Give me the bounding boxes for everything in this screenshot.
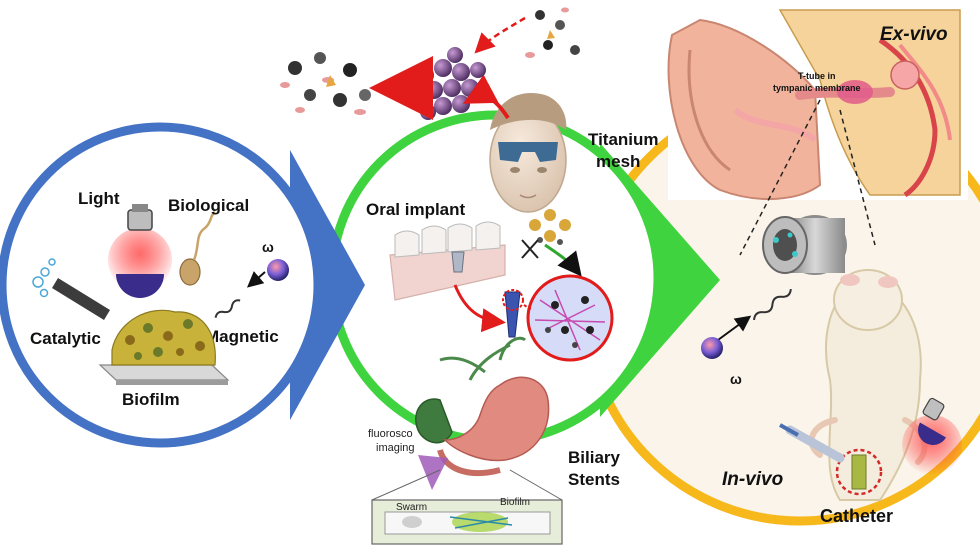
catheter-label: Catheter <box>820 506 893 526</box>
biological-microrobot-icon <box>179 210 216 286</box>
titanium-mesh-label-line1: Titanium <box>588 130 659 149</box>
catalytic-label: Catalytic <box>30 329 101 348</box>
in-vivo-ex-vivo-panel: T-tube in tympanic membrane Ex-vivo ω <box>582 0 980 526</box>
head-with-titanium-mesh-illustration <box>489 93 567 213</box>
left-panel-pointer <box>290 150 365 420</box>
nanoparticle-cluster-icon <box>411 47 486 120</box>
applications-panel: Titanium mesh Oral implant <box>280 7 720 545</box>
biofilm-small-label: Biofilm <box>500 497 530 508</box>
ex-vivo-label: Ex-vivo <box>880 24 948 45</box>
t-tube-illustration <box>762 215 847 275</box>
biofilm-label: Biofilm <box>122 390 180 409</box>
fluoroscopy-label-line2: imaging <box>376 442 415 454</box>
biliary-stent-illustration <box>371 336 563 545</box>
biliary-stents-label-line2: Stents <box>568 470 620 489</box>
biofilm-plate-illustration <box>98 309 230 385</box>
actuation-panel: Light Biological ω Catalytic Magnetic <box>0 122 365 448</box>
magnetic-label: Magnetic <box>205 327 279 346</box>
biofilm-zoom-illustration <box>526 274 614 362</box>
bacteria-cluster-icon <box>529 209 571 245</box>
oral-implant-illustration <box>389 221 506 301</box>
magnetic-microrobot-icon <box>701 337 723 359</box>
biological-label: Biological <box>168 196 249 215</box>
t-tube-label-line2: tympanic membrane <box>773 83 861 93</box>
titanium-mesh-label-line2: mesh <box>596 152 640 171</box>
catalytic-microrobot-icon <box>32 258 110 320</box>
light-label: Light <box>78 189 120 208</box>
omega-symbol-left: ω <box>262 239 274 255</box>
oral-implant-label: Oral implant <box>366 200 466 219</box>
biofilm-debris-left <box>280 52 371 115</box>
magnetic-sphere-icon <box>267 259 289 281</box>
biofilm-debris-top <box>525 7 580 58</box>
omega-symbol-right: ω <box>730 371 742 387</box>
fluoroscopy-label-line1: fluorosco <box>368 428 413 440</box>
biliary-stents-label-line1: Biliary <box>568 448 621 467</box>
in-vivo-label: In-vivo <box>722 469 783 490</box>
t-tube-label-line1: T-tube in <box>798 71 836 81</box>
rat-illustration <box>779 269 928 501</box>
ear-anatomy-illustration: T-tube in tympanic membrane <box>667 0 968 200</box>
swarm-label: Swarm <box>396 502 427 513</box>
light-source-icon <box>108 204 172 298</box>
